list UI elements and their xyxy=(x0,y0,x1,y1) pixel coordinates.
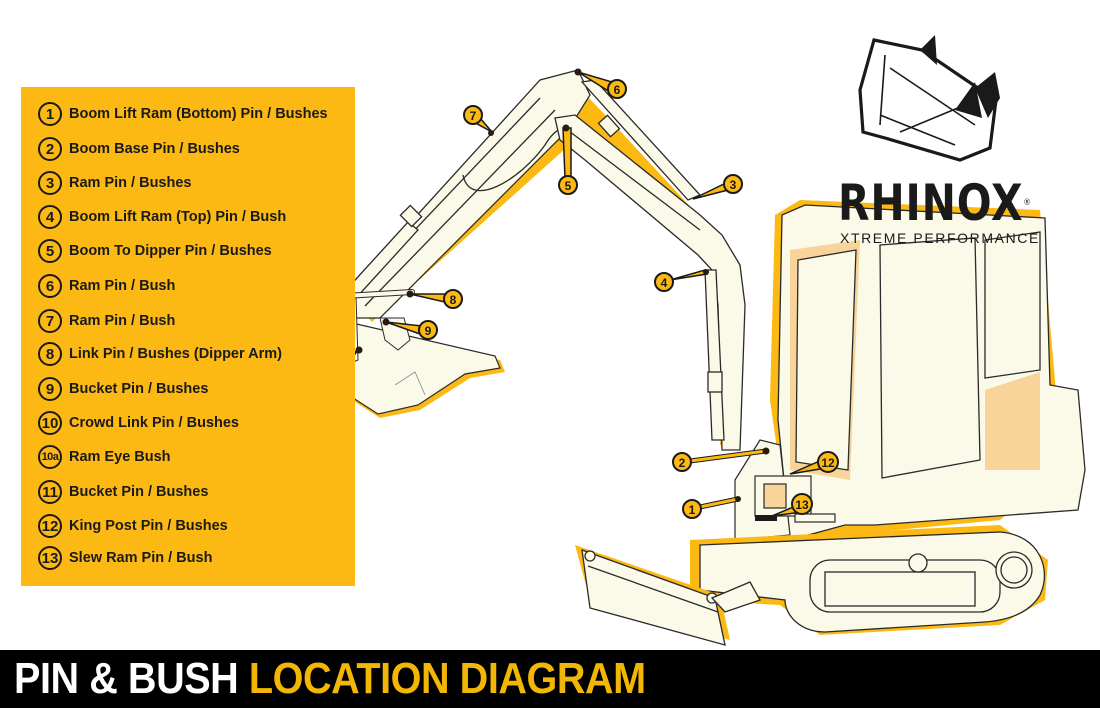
legend-number-badge: 3 xyxy=(38,171,62,195)
legend-item: 10a Ram Eye Bush xyxy=(38,443,171,471)
callout-13[interactable] xyxy=(755,493,813,521)
title-part-2: LOCATION DIAGRAM xyxy=(248,654,646,703)
legend-item-label: Slew Ram Pin / Bush xyxy=(69,550,213,566)
callout-1-label: 1 xyxy=(689,503,696,517)
brand-wordmark: RHINOX® XTREME PERFORMANCE xyxy=(838,178,1038,246)
legend-number-badge: 13 xyxy=(38,546,62,570)
legend-number-badge: 10a xyxy=(38,445,62,469)
legend-number-badge: 2 xyxy=(38,137,62,161)
legend-number-badge: 10 xyxy=(38,411,62,435)
legend-number-badge: 5 xyxy=(38,239,62,263)
callout-1[interactable] xyxy=(682,496,741,519)
legend-number-badge: 4 xyxy=(38,205,62,229)
legend-item-label: Link Pin / Bushes (Dipper Arm) xyxy=(69,346,282,362)
callout-4[interactable] xyxy=(654,269,709,292)
callout-9-label: 9 xyxy=(425,324,432,338)
brand-tagline: XTREME PERFORMANCE xyxy=(840,230,1040,246)
callout-6-label: 6 xyxy=(614,83,621,97)
legend-item: 13 Slew Ram Pin / Bush xyxy=(38,544,212,572)
legend-item-label: Ram Pin / Bush xyxy=(69,278,176,294)
callout-8-label: 8 xyxy=(450,293,457,307)
legend-item: 6 Ram Pin / Bush xyxy=(38,272,175,300)
legend-item: 12 King Post Pin / Bushes xyxy=(38,512,228,540)
title-part-1: PIN & BUSH xyxy=(14,654,239,703)
callout-3[interactable] xyxy=(692,174,743,200)
registered-mark: ® xyxy=(1023,198,1032,208)
legend-number-badge: 11 xyxy=(38,480,62,504)
callout-5[interactable] xyxy=(558,124,578,195)
callout-7-label: 7 xyxy=(470,109,477,123)
track xyxy=(690,525,1048,635)
legend-number-badge: 7 xyxy=(38,309,62,333)
legend-item: 2 Boom Base Pin / Bushes xyxy=(38,135,240,163)
brand-name-text: RHINOX xyxy=(838,174,1024,232)
callout-13-label: 13 xyxy=(795,498,809,512)
legend-number-badge: 8 xyxy=(38,342,62,366)
legend-item-label: Boom To Dipper Pin / Bushes xyxy=(69,243,272,259)
brand-name: RHINOX® xyxy=(838,178,1031,228)
boom xyxy=(554,79,746,451)
callout-9[interactable] xyxy=(382,318,438,340)
legend-item-label: Bucket Pin / Bushes xyxy=(69,381,209,397)
legend-item: 4 Boom Lift Ram (Top) Pin / Bush xyxy=(38,203,286,231)
legend-number-badge: 6 xyxy=(38,274,62,298)
legend-item: 1 Boom Lift Ram (Bottom) Pin / Bushes xyxy=(38,100,328,128)
footer-banner xyxy=(0,650,1100,708)
cab xyxy=(777,204,1086,541)
legend-item-label: King Post Pin / Bushes xyxy=(69,518,228,534)
legend-item-label: Crowd Link Pin / Bushes xyxy=(69,415,239,431)
legend-item: 8 Link Pin / Bushes (Dipper Arm) xyxy=(38,340,282,368)
callout-5-label: 5 xyxy=(565,179,572,193)
callout-6[interactable] xyxy=(574,68,627,99)
legend-item: 9 Bucket Pin / Bushes xyxy=(38,375,208,403)
callout-2-label: 2 xyxy=(679,456,686,470)
callout-12-label: 12 xyxy=(821,456,835,470)
callout-3-label: 3 xyxy=(730,178,737,192)
legend-number-badge: 12 xyxy=(38,514,62,538)
legend-item: 7 Ram Pin / Bush xyxy=(38,307,175,335)
legend-item-label: Ram Pin / Bush xyxy=(69,313,176,329)
callout-12[interactable] xyxy=(789,451,839,475)
legend-item-label: Boom Lift Ram (Top) Pin / Bush xyxy=(69,209,287,225)
legend-item-label: Ram Pin / Bushes xyxy=(69,175,192,191)
legend-item: 3 Ram Pin / Bushes xyxy=(38,169,191,197)
legend-number-badge: 1 xyxy=(38,102,62,126)
legend-number-badge: 9 xyxy=(38,377,62,401)
legend-item-label: Ram Eye Bush xyxy=(69,449,171,465)
legend-item: 11 Bucket Pin / Bushes xyxy=(38,478,208,506)
callout-4-label: 4 xyxy=(661,276,668,290)
legend-item-label: Boom Base Pin / Bushes xyxy=(69,141,240,157)
dipper-arm xyxy=(339,69,591,319)
legend-item: 10 Crowd Link Pin / Bushes xyxy=(38,409,239,437)
legend-item-label: Bucket Pin / Bushes xyxy=(69,484,209,500)
page-title: PIN & BUSH LOCATION DIAGRAM xyxy=(14,651,646,707)
legend-item-label: Boom Lift Ram (Bottom) Pin / Bushes xyxy=(69,106,328,122)
callout-8[interactable] xyxy=(406,289,463,309)
rhinox-logo-icon xyxy=(858,35,1000,162)
legend-item: 5 Boom To Dipper Pin / Bushes xyxy=(38,237,272,265)
dozer-blade xyxy=(575,545,761,646)
callout-7[interactable] xyxy=(463,105,494,136)
callout-2[interactable] xyxy=(672,447,770,472)
